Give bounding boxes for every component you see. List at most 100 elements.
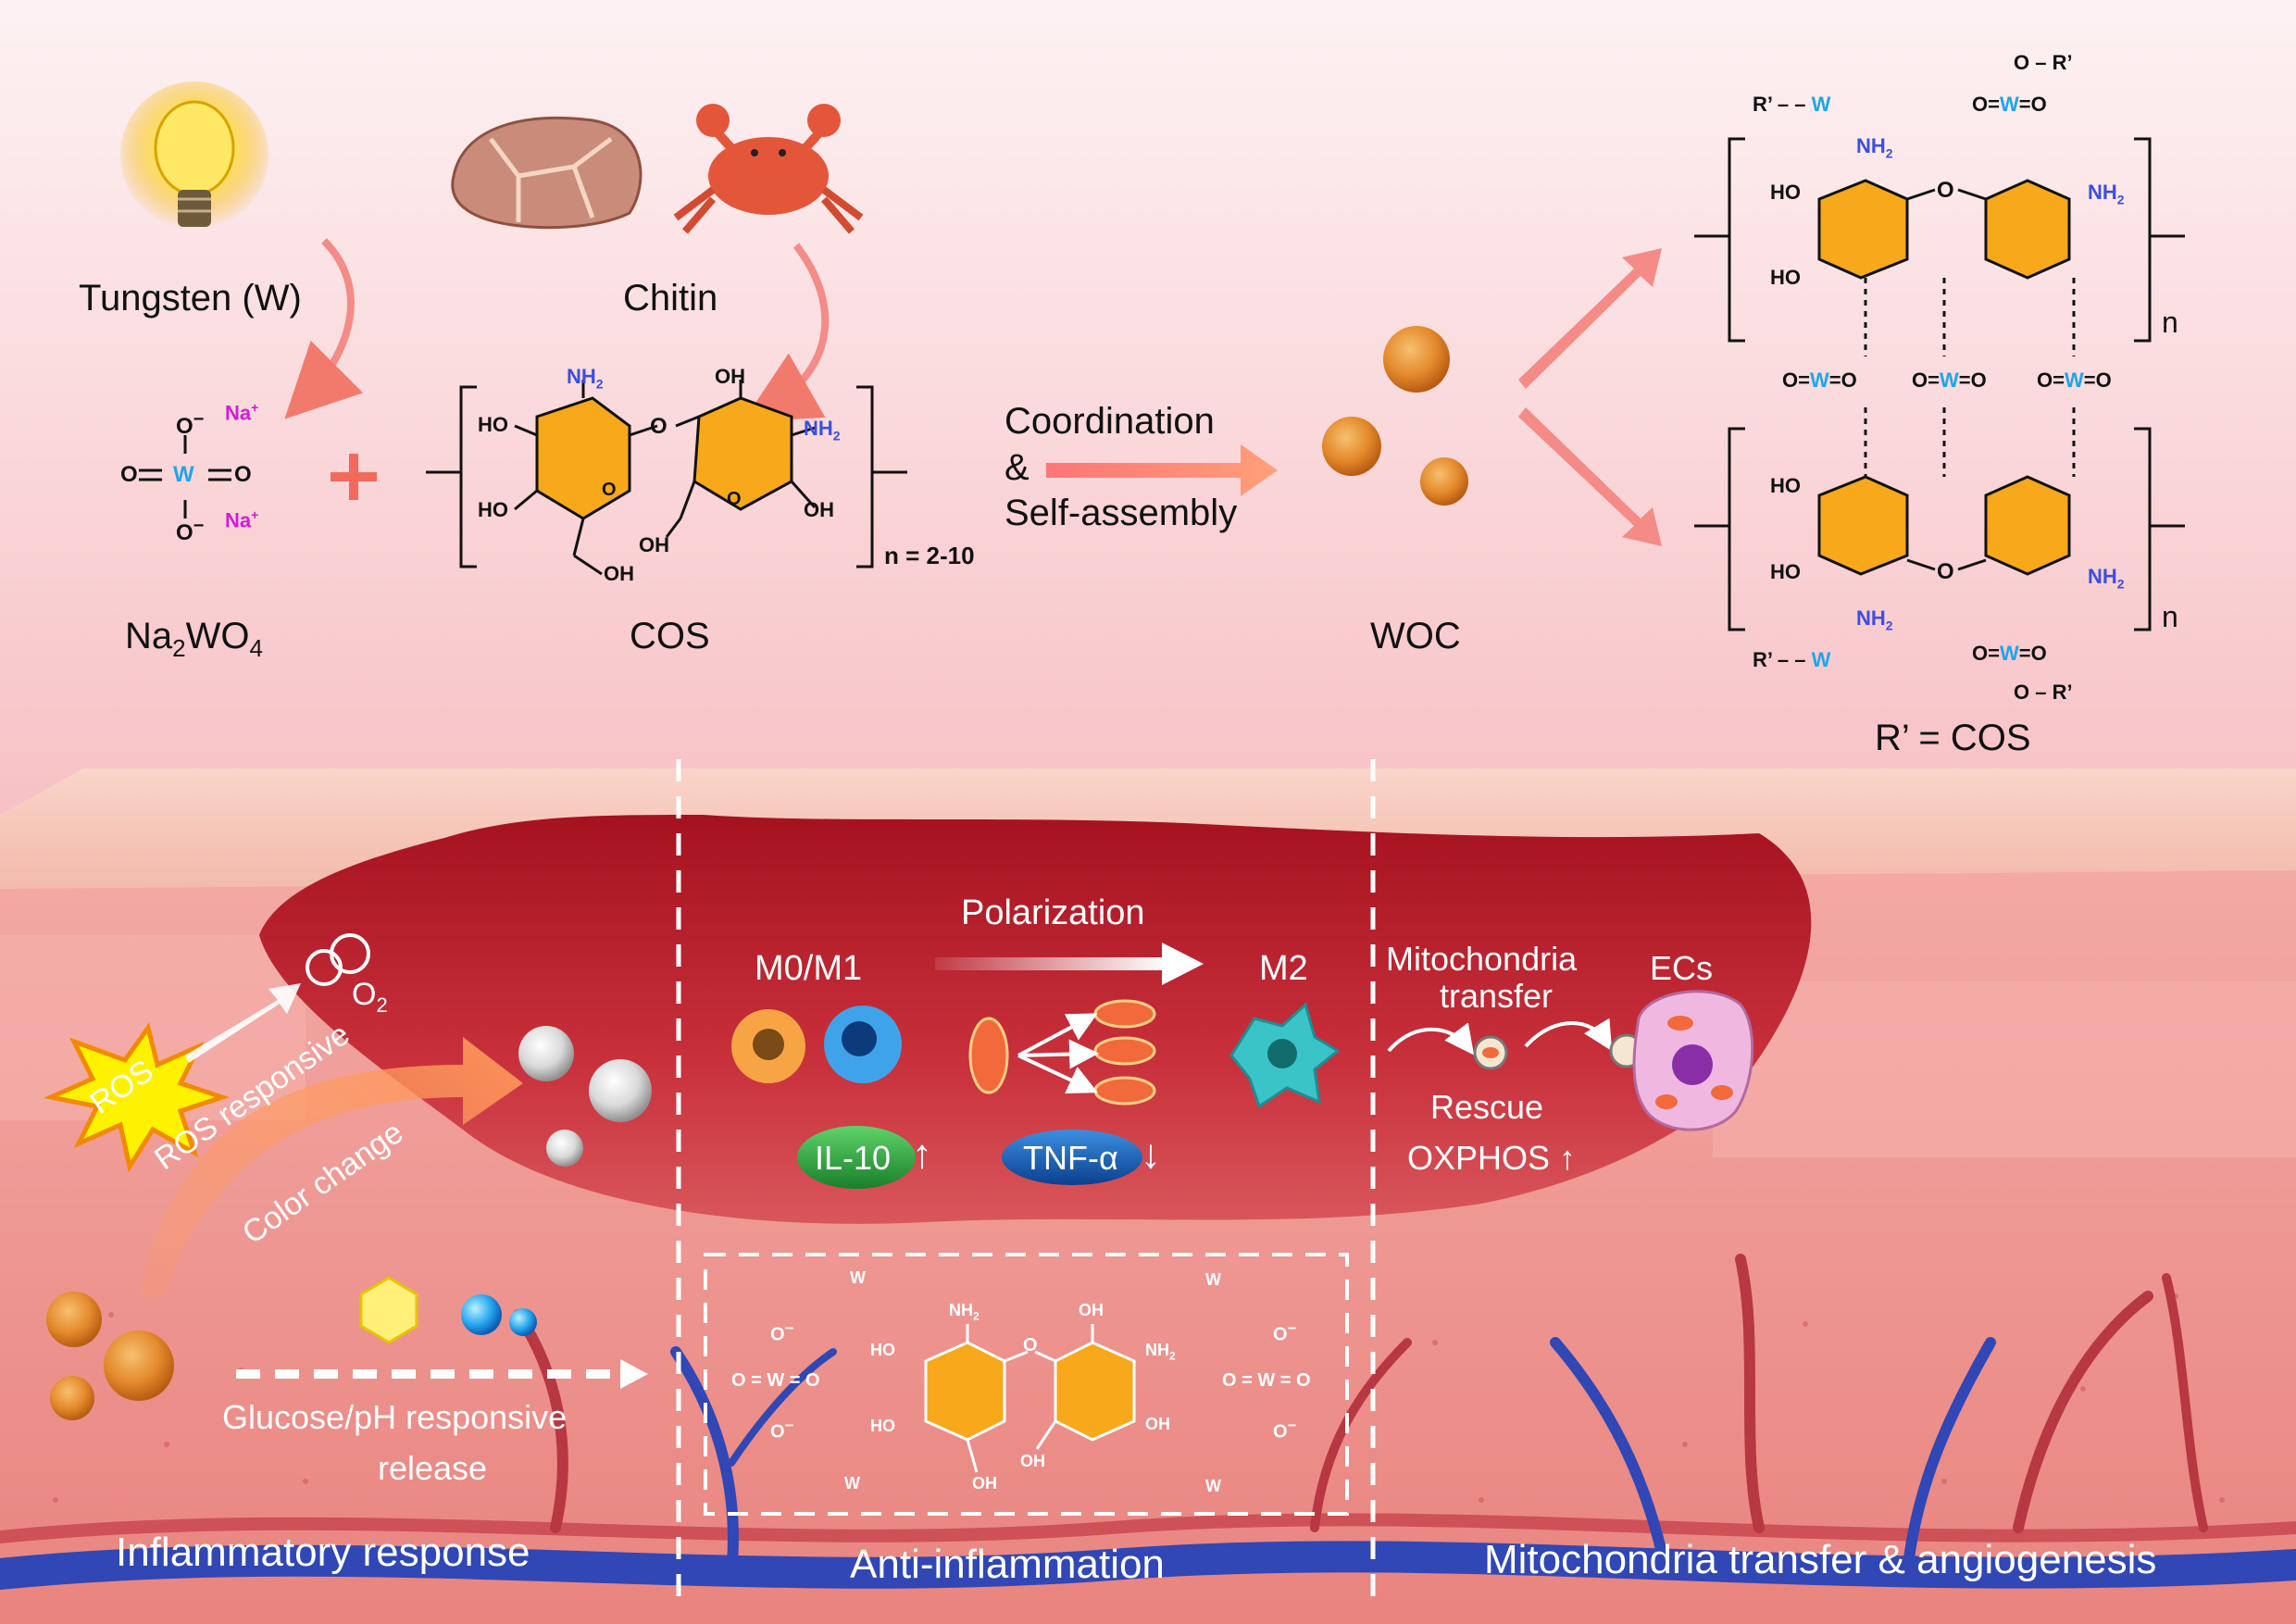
box-oh-2: OH	[1145, 1415, 1170, 1433]
woc-ho-2: HO	[1770, 266, 1801, 289]
box-w-4: W	[1205, 1477, 1221, 1495]
il10-pill	[797, 1126, 916, 1189]
ph-sphere-small	[509, 1308, 537, 1336]
shell-icon	[451, 117, 643, 230]
woc-ho-1: HO	[1770, 181, 1801, 204]
woc-mid-w-2: O=W=O	[1912, 369, 1987, 392]
tissue-block	[0, 759, 2296, 1624]
chemistry-box	[704, 1253, 1349, 1516]
polarization-label: Polarization	[961, 893, 1145, 932]
o2-arrow	[185, 983, 301, 1063]
woc-rprime-1: R’ – – W	[1753, 93, 1831, 116]
woc-bottom-rprime: O – R’	[2014, 681, 2073, 704]
tungsten-label: Tungsten (W)	[79, 278, 302, 319]
cos-label: COS	[630, 616, 710, 656]
woc-top-rprime: O – R’	[2014, 51, 2073, 74]
na2wo4-o-right: O	[234, 462, 252, 487]
m2-label: M2	[1259, 949, 1308, 988]
light-bulb-icon	[120, 81, 268, 230]
box-ho-2: HO	[870, 1417, 895, 1435]
na-top: Na+	[225, 400, 259, 425]
chitin-label: Chitin	[623, 278, 718, 319]
woc-nh2-3: NH2	[2088, 565, 2125, 592]
m1-cell	[824, 1006, 902, 1083]
mitochondria-group	[968, 999, 1156, 1106]
cos-structure	[426, 380, 907, 576]
coordination-line3: Self-assembly	[1004, 493, 1238, 533]
box-w-1: W	[850, 1268, 866, 1287]
woc-label: WOC	[1370, 616, 1461, 656]
m0-cell	[731, 1009, 805, 1083]
mito-transfer-line2: transfer	[1440, 977, 1554, 1015]
r-prime-label: R’ = COS	[1875, 718, 2031, 758]
na2wo4-o-top: O−	[176, 409, 205, 439]
woc-rprime-2: R’ – – W	[1753, 648, 1831, 671]
woc-top-w: O=W=O	[1972, 93, 2047, 116]
cos-ho-1: HO	[478, 413, 508, 436]
woc-particles	[1322, 326, 1468, 506]
box-nh2-2: NH2	[1145, 1341, 1176, 1363]
il10-up-arrow: ↑	[912, 1131, 932, 1177]
m0m1-label: M0/M1	[755, 949, 863, 988]
na2wo4-o-left: O	[120, 462, 138, 487]
box-wo4-left-bottom: O−	[770, 1417, 794, 1443]
n-label-upper: n	[2162, 306, 2178, 339]
polarization-arrow	[935, 957, 1167, 970]
o2-bubbles	[306, 933, 370, 986]
woc-structure	[1694, 137, 2185, 631]
split-arrow-down	[1518, 407, 1662, 546]
woc-mid-w-1: O=W=O	[1782, 369, 1857, 392]
grey-particles	[518, 1026, 652, 1167]
box-oh-4: OH	[972, 1474, 997, 1493]
na-bottom: Na+	[225, 507, 259, 532]
box-oh-1: OH	[1079, 1301, 1104, 1319]
glucose-label-line1: Glucose/pH responsive	[222, 1398, 568, 1436]
box-wo4-left-top: O−	[770, 1319, 794, 1345]
na2wo4-label: Na2WO4	[125, 616, 263, 662]
n-label-lower: n	[2162, 600, 2178, 633]
n-range-label: n = 2-10	[884, 542, 975, 569]
glucose-label-line2: release	[378, 1449, 488, 1487]
woc-nh2-2: NH2	[2088, 181, 2125, 207]
cos-oh-1: OH	[604, 562, 634, 585]
section-title-mito: Mitochondria transfer & angiogenesis	[1484, 1537, 2157, 1582]
tungsten-arrow	[284, 238, 364, 419]
crab-icon	[673, 104, 864, 234]
tnf-label: TNF-α	[1023, 1139, 1118, 1177]
ros-starburst	[43, 1022, 230, 1173]
coordination-line2: &	[1004, 447, 1029, 488]
box-ho-1: HO	[870, 1341, 895, 1359]
woc-bridge-o-1: O	[1937, 178, 1954, 203]
oxphos-label: OXPHOS ↑	[1407, 1139, 1577, 1177]
na2wo4-w: W	[173, 462, 194, 487]
woc-bottom-w: O=W=O	[1972, 642, 2047, 665]
coordination-line1: Coordination	[1004, 401, 1215, 442]
section-title-inflammatory: Inflammatory response	[116, 1530, 530, 1575]
split-arrow-up	[1518, 248, 1662, 389]
ros-response-arrow	[139, 1037, 523, 1296]
mito-transfer-line1: Mitochondria	[1386, 940, 1578, 978]
rescue-label: Rescue	[1430, 1088, 1544, 1126]
box-wo4-left-mid: O = W = O	[731, 1370, 820, 1391]
coordination-arrow	[1046, 444, 1278, 496]
woc-mid-w-3: O=W=O	[2037, 369, 2112, 392]
cos-nh2-2: NH2	[804, 417, 841, 443]
glucose-hexagon	[359, 1276, 418, 1344]
vessel-branches	[513, 1254, 2208, 1580]
box-wo4-right-mid: O = W = O	[1222, 1370, 1311, 1391]
mito-transfer-arrow-1	[1387, 1022, 1475, 1056]
mito-transfer-arrow-2	[1524, 1018, 1613, 1052]
woc-ho-3: HO	[1770, 474, 1801, 497]
cos-oh-2: OH	[715, 365, 745, 388]
chitin-arrow	[742, 243, 830, 422]
tnf-pill	[1002, 1130, 1142, 1185]
wound-area	[259, 815, 1812, 1224]
box-nh2-1: NH2	[949, 1301, 980, 1323]
cos-ho-2: HO	[478, 498, 508, 521]
ph-sphere-large	[461, 1294, 502, 1335]
blood-vessel-red	[0, 1513, 2296, 1543]
section-title-anti: Anti-inflammation	[850, 1542, 1165, 1587]
o2-label: O2	[352, 977, 388, 1017]
